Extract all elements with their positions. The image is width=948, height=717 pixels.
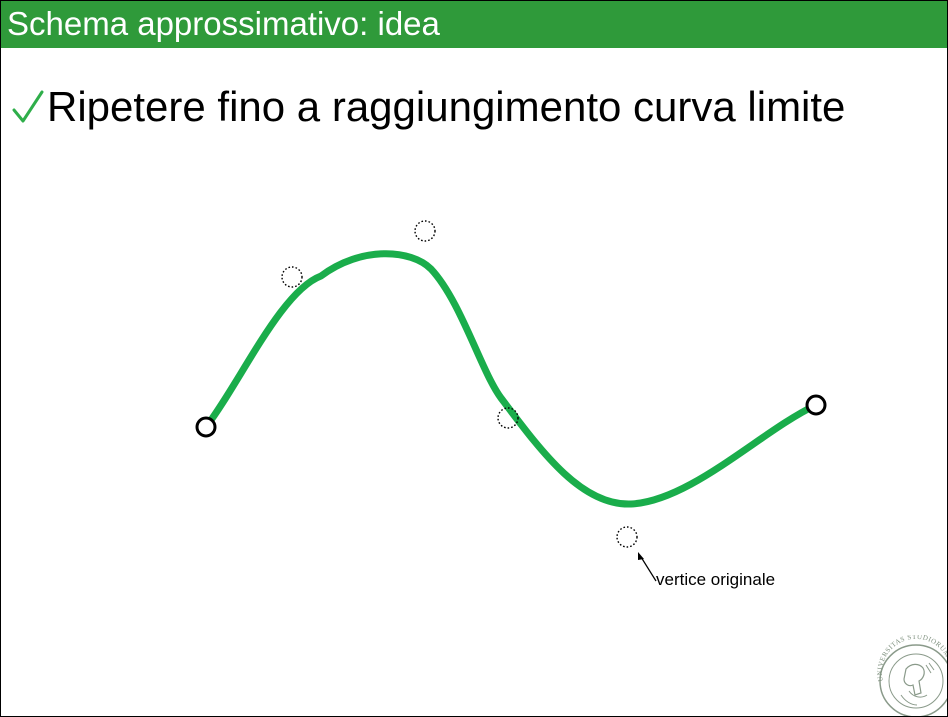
check-icon: [12, 90, 44, 123]
slide-title: Schema approssimativo: idea: [7, 5, 440, 42]
original-vertex-4: [616, 526, 638, 548]
original-vertex-2: [414, 220, 436, 242]
annotation-label: vertice originale: [656, 570, 776, 589]
annotation-arrow: [640, 556, 657, 582]
svg-text:UNIVERSITAS STUDIORUM MEDIOLAN: UNIVERSITAS STUDIORUM MEDIOLANENSIS: [871, 635, 948, 682]
curve-endpoint-start: [195, 416, 217, 438]
university-seal-icon: UNIVERSITAS STUDIORUM MEDIOLANENSIS: [871, 635, 948, 716]
seal-text: UNIVERSITAS STUDIORUM MEDIOLANENSIS: [871, 635, 947, 682]
bullet-text: Ripetere fino a raggiungimento curva lim…: [47, 83, 846, 130]
annotation-arrowhead: [638, 552, 644, 560]
limit-curve: [202, 250, 820, 508]
curve-endpoint-end: [805, 394, 827, 416]
original-vertex-3: [497, 407, 519, 429]
bullet-item: Ripetere fino a raggiungimento curva lim…: [11, 79, 845, 135]
title-bar: Schema approssimativo: idea: [1, 1, 947, 48]
original-vertex-1: [281, 266, 303, 288]
